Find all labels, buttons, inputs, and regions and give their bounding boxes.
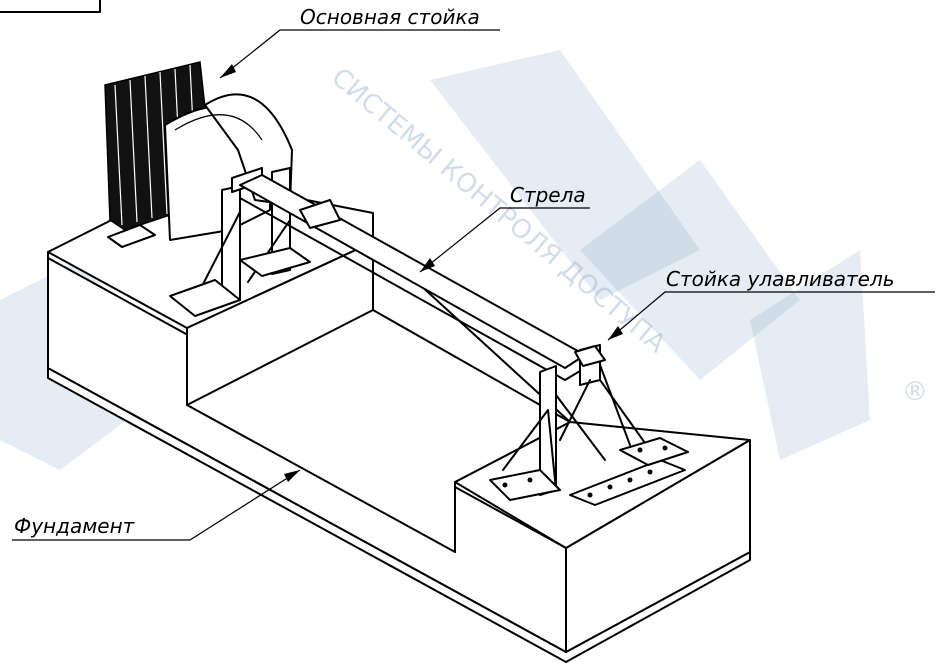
label-foundation-text: Фундамент <box>14 514 136 538</box>
label-main-post-text: Основная стойка <box>300 5 480 29</box>
label-boom: Стрела <box>419 183 590 273</box>
registered-mark-right: ® <box>902 377 928 407</box>
label-main-post: Основная стойка <box>219 5 500 79</box>
label-catcher-post: Стойка улавливатель <box>607 267 935 341</box>
catcher-post <box>489 344 689 506</box>
label-boom-text: Стрела <box>510 183 586 207</box>
label-foundation: Фундамент <box>12 469 301 541</box>
label-catcher-post-text: Стойка улавливатель <box>666 267 895 291</box>
main-post <box>104 61 311 317</box>
boom <box>239 174 586 381</box>
title-frame <box>0 0 101 13</box>
